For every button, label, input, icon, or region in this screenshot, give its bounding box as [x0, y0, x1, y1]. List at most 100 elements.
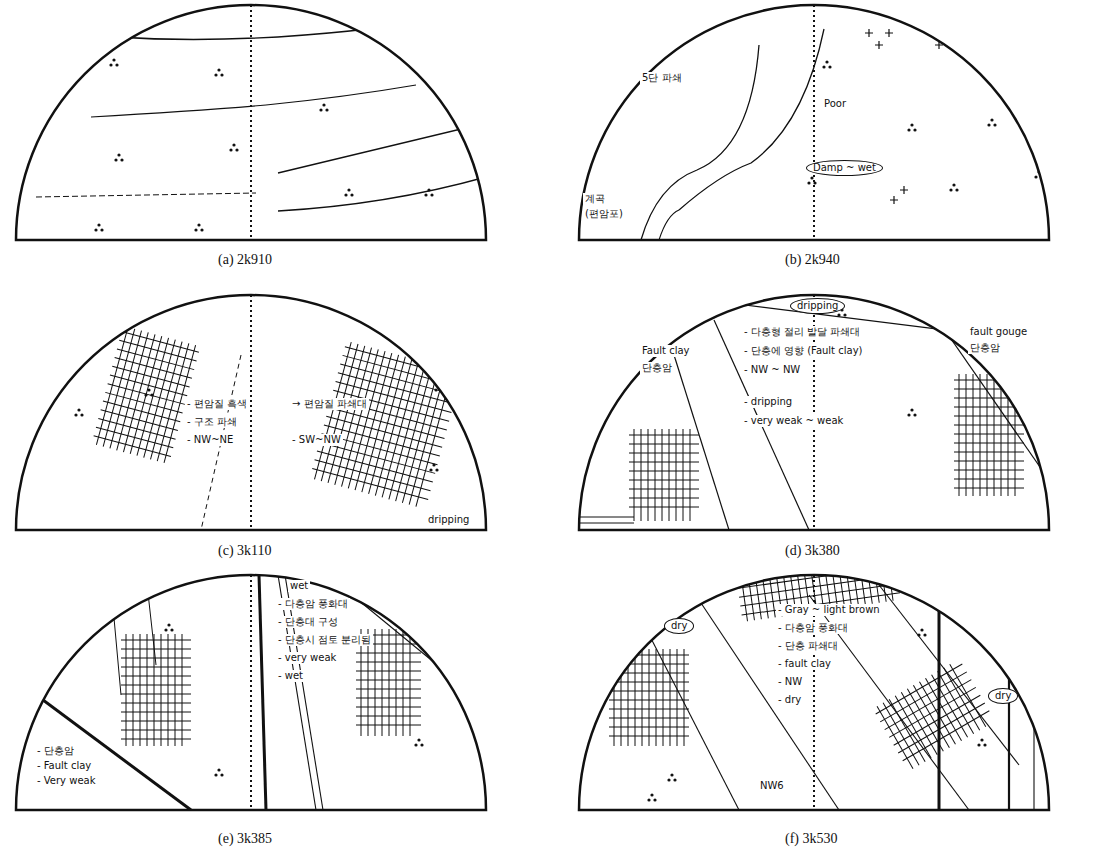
dot	[653, 798, 656, 801]
dot	[200, 228, 203, 231]
joint-line	[740, 584, 898, 606]
field-note: - 단층시 점토 분리됨	[276, 634, 373, 646]
joint-line	[609, 718, 689, 719]
dot-symbol	[647, 793, 656, 801]
joint-line	[317, 451, 433, 482]
joint-line	[98, 418, 175, 439]
tunnel-face	[16, 295, 486, 530]
joint-line	[121, 721, 191, 722]
discontinuity-line	[729, 303, 1049, 343]
joint-line	[403, 629, 404, 736]
joint-line	[954, 380, 1024, 381]
dot	[112, 58, 115, 61]
joint-line	[739, 575, 897, 597]
joint-line	[356, 725, 421, 726]
discontinuity-line	[674, 355, 729, 530]
dot	[229, 148, 232, 151]
field-note: - dripping	[742, 396, 794, 408]
dot-symbol	[822, 60, 831, 68]
joint-line	[742, 593, 900, 615]
joint-line	[885, 680, 972, 730]
joint-line	[629, 453, 699, 454]
joint-line	[629, 471, 699, 472]
face-features	[36, 17, 486, 232]
dot-symbol	[667, 773, 676, 781]
joint-line	[121, 667, 191, 668]
joint-line	[356, 680, 421, 681]
dot	[232, 143, 235, 146]
dot	[197, 223, 200, 226]
field-note: Fault clay	[640, 345, 692, 357]
figure-caption: (a) 2k910	[215, 252, 275, 268]
dot	[670, 773, 673, 776]
dot	[350, 193, 353, 196]
joint-line	[609, 727, 689, 728]
joint-line	[987, 374, 988, 496]
dot	[1043, 138, 1046, 141]
dot-symbol	[164, 623, 173, 631]
field-note: NW6	[758, 780, 786, 792]
joint-line	[356, 689, 421, 690]
joint-line	[609, 682, 689, 683]
dot	[650, 793, 653, 796]
joint-line	[121, 703, 191, 704]
dot	[217, 768, 220, 771]
joint-line	[898, 703, 985, 753]
joint-line	[738, 566, 896, 588]
joint-line	[147, 634, 148, 746]
discontinuity-line	[259, 575, 266, 810]
field-note: - NW~NE	[185, 434, 235, 446]
joint-grid	[737, 560, 901, 622]
face-features	[74, 295, 486, 530]
discontinuity-line	[346, 590, 486, 705]
joint-line	[880, 672, 967, 722]
cross-symbol	[875, 41, 883, 49]
joint-line	[312, 468, 428, 499]
joint-line	[629, 498, 699, 499]
field-note: - 단층대 구성	[276, 616, 340, 628]
joint-line	[375, 629, 376, 736]
cross-symbol	[937, 15, 945, 23]
dot-symbol	[194, 223, 203, 231]
joint-line	[954, 398, 1024, 399]
tunnel-face	[579, 5, 1049, 240]
tunnel-face	[579, 295, 1049, 530]
field-note: - dry	[776, 694, 803, 706]
joint-line	[954, 416, 1024, 417]
joint-line	[609, 664, 689, 665]
dot	[987, 123, 990, 126]
dot-symbol	[114, 153, 123, 161]
joint-line	[121, 640, 191, 641]
dot-symbol	[229, 143, 238, 151]
dot	[235, 148, 238, 151]
discontinuity-line	[579, 517, 634, 518]
field-note: wet	[288, 580, 310, 592]
cross-symbol	[890, 196, 898, 204]
dot	[430, 193, 433, 196]
joint-line	[959, 374, 960, 496]
field-note: (편암포)	[583, 208, 625, 220]
discontinuity-line	[36, 193, 256, 197]
dot	[120, 158, 123, 161]
field-note: - Gray ~ light brown	[776, 604, 882, 616]
joint-line	[356, 698, 421, 699]
joint-line	[966, 374, 967, 496]
dot	[97, 223, 100, 226]
dot-symbol	[109, 58, 118, 66]
dot	[109, 63, 112, 66]
discontinuity-line	[879, 585, 1019, 765]
joint-line	[629, 444, 699, 445]
joint-line	[110, 375, 187, 396]
field-note: - very weak ~ weak	[742, 415, 845, 427]
joint-line	[329, 408, 445, 439]
joint-line	[343, 355, 459, 386]
face-outline	[579, 295, 1049, 530]
joint-line	[1001, 374, 1002, 496]
dot	[434, 388, 437, 391]
joint-line	[396, 629, 397, 736]
discontinuity-line	[376, 580, 486, 670]
field-note: dripping	[426, 514, 471, 526]
joint-line	[126, 634, 127, 746]
joint-line	[133, 634, 134, 746]
dot	[673, 778, 676, 781]
